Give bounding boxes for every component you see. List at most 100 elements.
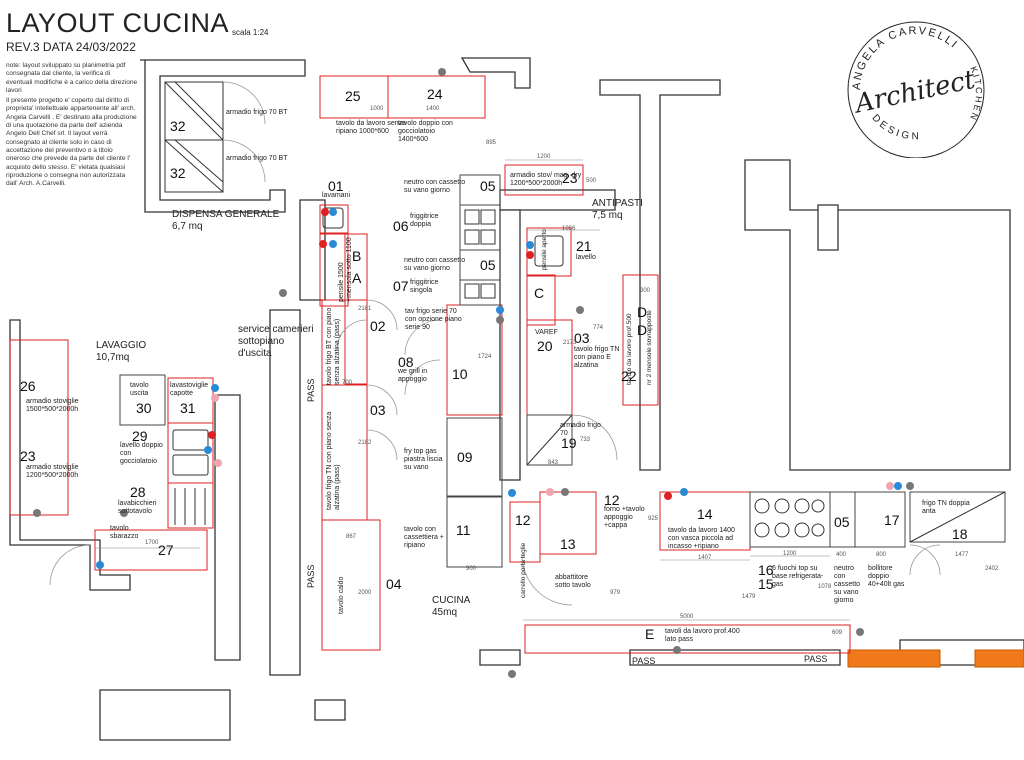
- number-28: 28: [130, 484, 146, 500]
- label-A: pensile 1500 +mensola sotto 1100: [338, 237, 353, 302]
- number-27: 27: [158, 542, 174, 558]
- number-A: A: [352, 270, 362, 286]
- wall-pass-column-2: [269, 309, 301, 676]
- wall-dispensa-outer: [140, 59, 306, 213]
- number-01: 01: [328, 178, 344, 194]
- wall-far-right-block: [744, 159, 1011, 471]
- label-07: friggitrice singola: [410, 279, 439, 294]
- number-12a: 12: [604, 492, 620, 508]
- label-25: tavolo da lavoro senza ripiano 1000*600: [336, 120, 407, 135]
- number-05c: 05: [834, 514, 850, 530]
- label-03a: tavolo frigo TN con piano senza alzatina…: [326, 411, 341, 510]
- label-22: nr 2 mensole sovrapposte: [646, 310, 653, 385]
- number-D1: D: [637, 304, 648, 320]
- connection-points: [33, 68, 914, 678]
- dim-895: 895: [486, 140, 497, 146]
- label-06: friggitrice doppia: [410, 213, 439, 228]
- number-06: 06: [393, 218, 409, 234]
- number-26: 26: [20, 378, 36, 394]
- dim-1986: 1986: [562, 226, 576, 232]
- number-13: 13: [560, 536, 576, 552]
- orange-wall-1: [847, 649, 941, 668]
- eq-17: [854, 491, 906, 548]
- label-26: armadio stoviglie 1500*500*2000h: [26, 398, 79, 413]
- number-16: 16: [758, 562, 774, 578]
- label-30: tavolo uscita: [130, 382, 149, 397]
- door-swings: [49, 81, 941, 606]
- note-2: Il presente progetto e' coperto dal diri…: [6, 97, 137, 188]
- dim-1400: 1400: [426, 106, 440, 112]
- dim-733: 733: [580, 437, 591, 443]
- pass-label-3: PASS: [632, 656, 656, 666]
- wall-lavaggio-right: [214, 394, 241, 661]
- dim-774: 774: [593, 325, 604, 331]
- dim-1000: 1000: [370, 106, 384, 112]
- logo-script: Architect: [851, 65, 979, 120]
- room-lavaggio-area: 10,7mq: [96, 352, 130, 363]
- dim-867: 867: [346, 534, 357, 540]
- dim-1479: 1479: [742, 594, 756, 600]
- label-C: pensile aperto: [541, 229, 548, 270]
- dim-2181: 2181: [358, 306, 372, 312]
- label-09: fry top gas piastra liscia su vano: [404, 448, 443, 471]
- label-02: tavolo frigo BT con piano senza alzatina…: [326, 307, 341, 385]
- eq-18: [909, 491, 1006, 543]
- dim-400: 400: [836, 552, 847, 558]
- svg-text:DESIGN: DESIGN: [870, 113, 922, 143]
- dim-2173: 2173: [563, 340, 577, 346]
- label-08: we grill in appoggio: [398, 368, 428, 383]
- label-32b: armadio frigo 70 BT: [226, 155, 288, 162]
- eq-28: [167, 482, 214, 529]
- wall-top-right: [460, 57, 531, 89]
- dim-1724: 1724: [478, 354, 492, 360]
- room-service: service camerieri: [238, 324, 314, 335]
- eq-E: [524, 624, 851, 654]
- label-05b: neutro con cassetto su vano giorno: [404, 257, 466, 272]
- number-D2: D: [637, 322, 648, 338]
- dim-300: 300: [640, 288, 651, 294]
- number-05b: 05: [480, 257, 496, 273]
- label-17: bollitore doppio 40+40lt gas: [868, 565, 905, 588]
- number-10: 10: [452, 366, 468, 382]
- label-13: abbattitore sotto tavolo: [555, 574, 591, 589]
- number-23b: 23: [20, 448, 36, 464]
- notes-block: note: layout sviluppato su planimetria p…: [6, 62, 138, 190]
- eq-24: [387, 75, 486, 119]
- pass-label-4: PASS: [804, 654, 828, 664]
- label-19: armadio frigo 70: [560, 422, 601, 437]
- number-20: 20: [537, 338, 553, 354]
- dim-609: 609: [832, 630, 843, 636]
- room-antipasti-area: 7,5 mq: [592, 210, 623, 221]
- dim-1700: 1700: [145, 540, 159, 546]
- label-31: lavastoviglie capotte: [170, 382, 209, 397]
- dim-2182: 2182: [358, 440, 372, 446]
- label-03b: tavolo frigo TN con piano E alzatina: [574, 346, 620, 369]
- pass-label-2: PASS: [306, 564, 316, 588]
- page-title: LAYOUT CUCINA: [6, 8, 230, 38]
- label-05a: neutro con cassetto su vano giorno: [404, 179, 466, 194]
- number-19: 19: [561, 435, 577, 451]
- room-dispensa: DISPENSA GENERALE: [172, 209, 280, 220]
- label-23-top: armadio stov/ mag. dry 1200*500*2000h: [510, 172, 582, 187]
- scale-label: scala 1:24: [232, 28, 269, 37]
- orange-wall-2: [974, 649, 1024, 668]
- eq-27: [94, 529, 208, 571]
- dim-1078: 1078: [818, 584, 832, 590]
- number-14: 14: [697, 506, 713, 522]
- label-16: 6 fuochi top su base refrigerata-gas: [772, 565, 824, 588]
- wall-bottom-left: [99, 689, 231, 741]
- dispensa-fridges: [164, 81, 224, 193]
- number-11: 11: [456, 522, 471, 538]
- dim-800: 800: [876, 552, 887, 558]
- eq-06: [459, 204, 501, 251]
- number-23a: 23: [562, 170, 578, 186]
- label-12: forno +tavolo appoggio +cappa: [604, 506, 645, 529]
- dim-979: 979: [610, 590, 621, 596]
- wall-bottom-2: [629, 649, 841, 666]
- eq-04: [321, 519, 381, 651]
- label-24: tavolo doppio con gocciolatoio 1400*600: [398, 120, 453, 143]
- dim-843: 843: [548, 460, 559, 466]
- label-28: lavabicchieri sottotavolo: [118, 500, 157, 515]
- number-32b: 32: [170, 165, 186, 181]
